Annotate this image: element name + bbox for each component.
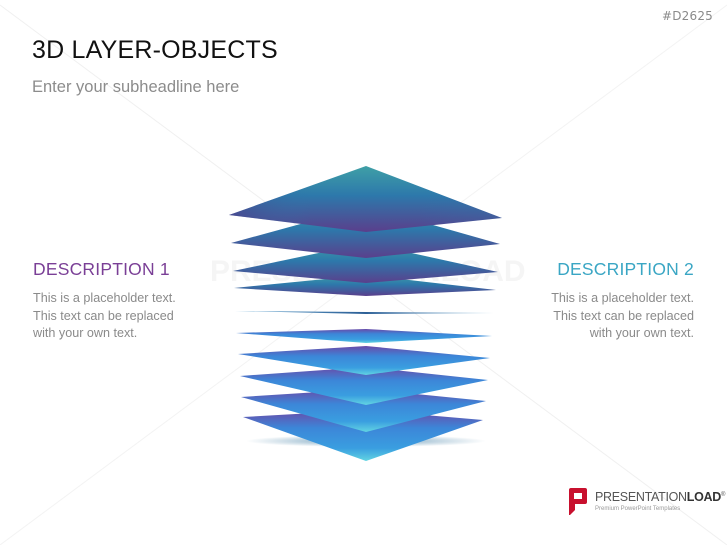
- description-1: DESCRIPTION 1 This is a placeholder text…: [33, 259, 218, 343]
- description-2-line-3: with your own text.: [589, 326, 694, 340]
- description-1-title[interactable]: DESCRIPTION 1: [33, 259, 170, 279]
- description-2-title[interactable]: DESCRIPTION 2: [557, 259, 694, 279]
- layer-3: [233, 243, 498, 283]
- slide-id-label: #D2625: [661, 9, 713, 23]
- layer-5: [235, 311, 494, 314]
- logo-name-bold: LOAD: [686, 490, 722, 504]
- layer-4: [234, 275, 496, 296]
- description-1-body[interactable]: This is a placeholder text. This text ca…: [33, 290, 218, 343]
- description-2-body[interactable]: This is a placeholder text. This text ca…: [509, 290, 694, 343]
- layer-9: [241, 389, 486, 432]
- presentationload-logo: PRESENTATIONLOAD® Premium PowerPoint Tem…: [568, 488, 725, 518]
- layer-6: [236, 329, 492, 343]
- description-2-line-2: This text can be replaced: [553, 308, 694, 323]
- page-title[interactable]: 3D LAYER-OBJECTS: [32, 36, 278, 64]
- description-1-line-2: This text can be replaced: [33, 308, 174, 323]
- description-1-line-1: This is a placeholder text.: [33, 291, 176, 305]
- layer-2: [231, 206, 500, 258]
- layer-10: [243, 410, 483, 461]
- description-1-line-3: with your own text.: [33, 326, 138, 340]
- logo-registered: ®: [721, 491, 726, 498]
- layer-8: [240, 367, 488, 405]
- page-subtitle[interactable]: Enter your subheadline here: [32, 78, 240, 96]
- description-2: DESCRIPTION 2 This is a placeholder text…: [509, 259, 694, 343]
- logo-tagline: Premium PowerPoint Templates: [595, 506, 681, 512]
- logo-name-regular: PRESENTATION: [595, 490, 687, 504]
- description-2-line-1: This is a placeholder text.: [551, 291, 694, 305]
- layer-7: [238, 346, 490, 375]
- logo-name: PRESENTATIONLOAD®: [595, 490, 725, 504]
- logo-mark-icon: [569, 488, 587, 515]
